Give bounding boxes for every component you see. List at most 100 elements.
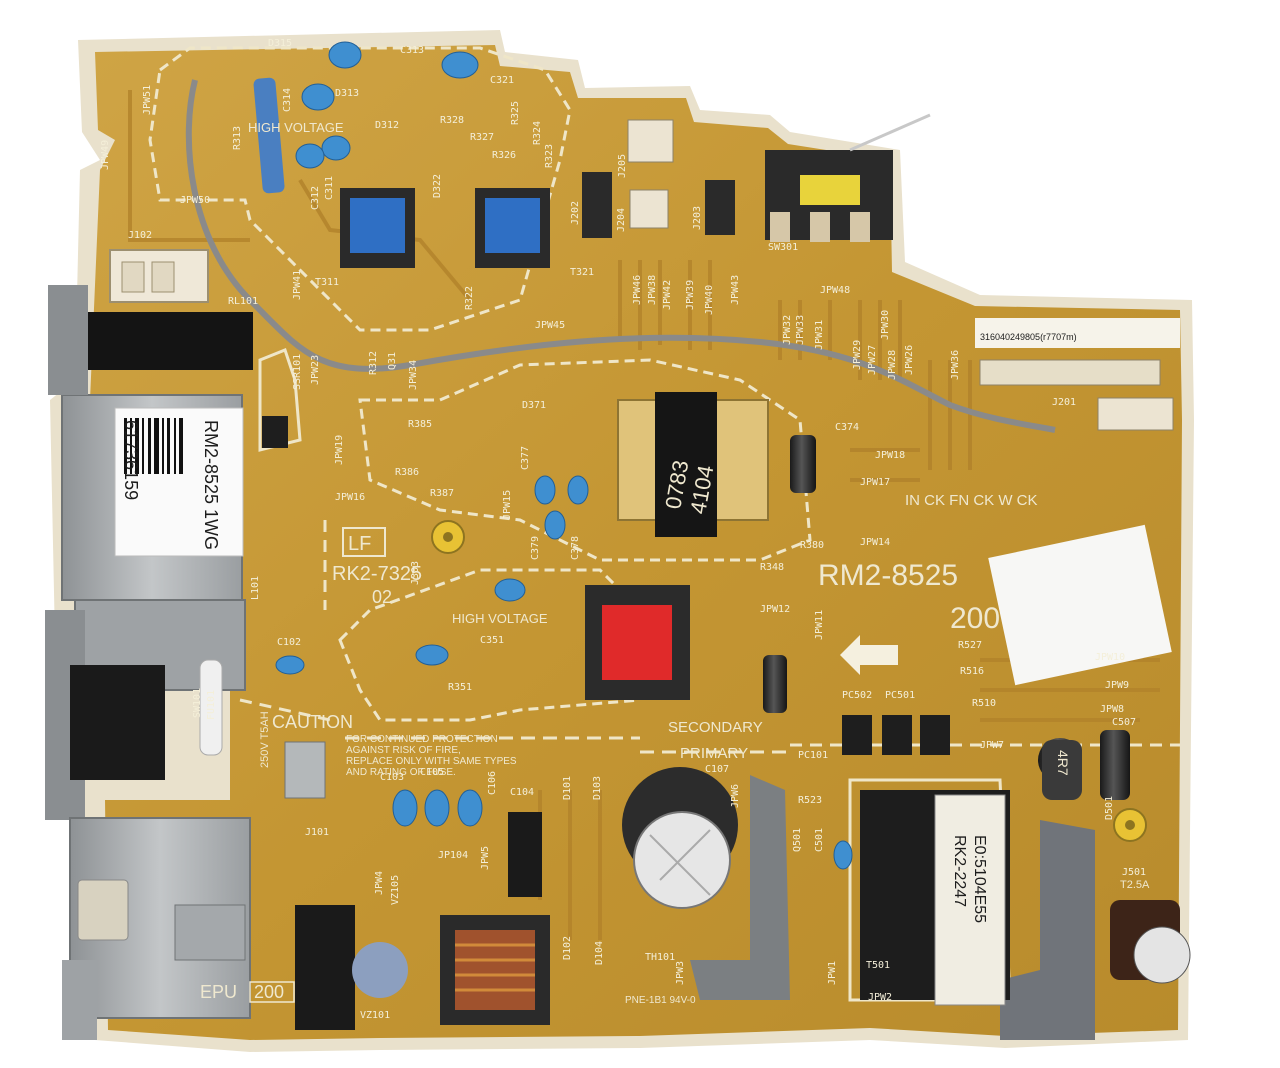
- ref-jpw10: JPW10: [1095, 652, 1125, 663]
- ref-jpw42: JPW42: [662, 280, 673, 310]
- ref-jpw29: JPW29: [852, 340, 863, 370]
- ref-vz105: VZ105: [390, 875, 401, 905]
- bridge-c104: [508, 812, 542, 897]
- ref-c312: C312: [310, 186, 321, 210]
- ref-q31: Q31: [387, 352, 398, 370]
- secondary-label: SECONDARY: [668, 719, 763, 736]
- ref-jpw27: JPW27: [867, 345, 878, 375]
- ref-jpw15: JPW15: [502, 490, 513, 520]
- caution-title: CAUTION: [272, 712, 353, 732]
- ref-r385: R385: [408, 419, 432, 430]
- ref-jpw18: JPW18: [875, 450, 905, 461]
- ref-jpw50: JPW50: [180, 195, 210, 206]
- ref-r348: R348: [760, 562, 784, 573]
- ref-r312: R312: [368, 351, 379, 375]
- primary-label: PRIMARY: [680, 745, 748, 762]
- ref-d102: D102: [562, 936, 573, 960]
- microswitch-sw301: [765, 113, 931, 242]
- ref-c377: C377: [520, 446, 531, 470]
- x-capacitor: [295, 905, 355, 1030]
- direction-arrow: [840, 635, 898, 675]
- ref-r510: R510: [972, 698, 996, 709]
- caution-line-4: AND RATING OF FUSE.: [346, 767, 456, 778]
- epu-mark: EPU: [200, 982, 237, 1002]
- fuse-fu101: [199, 659, 223, 756]
- coil-label: 4R7: [1055, 750, 1071, 776]
- ref-jpw16: JPW16: [335, 492, 365, 503]
- primary-bulk-capacitor: [622, 767, 738, 909]
- hv-label-mid: HIGH VOLTAGE: [452, 611, 548, 626]
- ref-r325: R325: [510, 101, 521, 125]
- ref-jpw45: JPW45: [535, 320, 565, 331]
- ref-r351: R351: [448, 682, 472, 693]
- hv-resistor-blue: [253, 77, 285, 194]
- ref-pc501: PC501: [885, 690, 915, 701]
- ref-jpw32: JPW32: [782, 315, 793, 345]
- coil-4r7: [1042, 740, 1082, 800]
- ref-r323: R323: [544, 144, 555, 168]
- connector-j205: [627, 119, 674, 163]
- main-transformer: 0783 4104: [617, 392, 769, 537]
- ref-c321: C321: [490, 75, 514, 86]
- ref-jpw38: JPW38: [647, 275, 658, 305]
- ref-d371: D371: [522, 400, 546, 411]
- ref-jpw5: JPW5: [480, 846, 491, 870]
- ref-jpw4: JPW4: [374, 871, 385, 895]
- ref-jpw19: JPW19: [334, 435, 345, 465]
- common-mode-choke: [440, 915, 550, 1025]
- ref-j204: J204: [616, 208, 627, 232]
- ref-j501: J501: [1122, 867, 1146, 878]
- ref-jpw12: JPW12: [760, 604, 790, 615]
- ref-r523: R523: [798, 795, 822, 806]
- ref-j203: J203: [692, 206, 703, 230]
- ref-jpw7: JPW7: [980, 740, 1004, 751]
- ref-c313: C313: [400, 45, 424, 56]
- ref-jpw8: JPW8: [1100, 704, 1124, 715]
- revision-left: 02: [372, 587, 392, 607]
- ref-jpw9: JPW9: [1105, 680, 1129, 691]
- blank-paper-label: [988, 524, 1172, 686]
- ref-j205: J205: [617, 154, 628, 178]
- ref-t321: T321: [570, 267, 594, 278]
- ref-c107: C107: [705, 764, 729, 775]
- ref-r313: R313: [232, 126, 243, 150]
- ref-c507: C507: [1112, 717, 1136, 728]
- ref-jpw30: JPW30: [880, 310, 891, 340]
- caution-line-2: AGAINST RISK OF FIRE,: [346, 745, 461, 756]
- ref-r516: R516: [960, 666, 984, 677]
- hv-label-top: HIGH VOLTAGE: [248, 120, 344, 135]
- ref-d501: D501: [1104, 796, 1115, 820]
- fuse-rating: 250V T5AH: [259, 711, 271, 768]
- ref-q501: Q501: [792, 828, 803, 852]
- ref-d103: D103: [592, 776, 603, 800]
- ref-pc502: PC502: [842, 690, 872, 701]
- test-point-labels: IN CK FN CK W CK: [905, 492, 1038, 509]
- ref-c379: C379: [530, 536, 541, 560]
- ref-r324: R324: [532, 121, 543, 145]
- ref-jpw3: JPW3: [675, 961, 686, 985]
- ref-jpw14: JPW14: [860, 537, 890, 548]
- power-switch: [70, 665, 165, 780]
- ref-c106: C106: [487, 771, 498, 795]
- ref-c104: C104: [510, 787, 534, 798]
- ref-d313: D313: [335, 88, 359, 99]
- ref-r326: R326: [492, 150, 516, 161]
- ref-d312: D312: [375, 120, 399, 131]
- ref-r322: R322: [464, 286, 475, 310]
- ref-jpw11: JPW11: [814, 610, 825, 640]
- ref-j202: J202: [570, 201, 581, 225]
- ref-c103: C103: [380, 772, 404, 783]
- ref-jpw48: JPW48: [820, 285, 850, 296]
- fuse2-rating: T2.5A: [1120, 879, 1150, 891]
- primary-transformer-label-1: RK2-2247: [951, 835, 968, 907]
- ref-t311: T311: [315, 277, 339, 288]
- ref-j201: J201: [1052, 397, 1076, 408]
- ref-c314: C314: [282, 88, 293, 112]
- ref-r380: R380: [800, 540, 824, 551]
- ref-pc101: PC101: [798, 750, 828, 761]
- ref-r527: R527: [958, 640, 982, 651]
- ref-jpw40: JPW40: [704, 285, 715, 315]
- barcode-sticker: RM2-8525 1WG 61736159: [114, 407, 244, 557]
- blue-ceramic-capacitors: [275, 41, 853, 870]
